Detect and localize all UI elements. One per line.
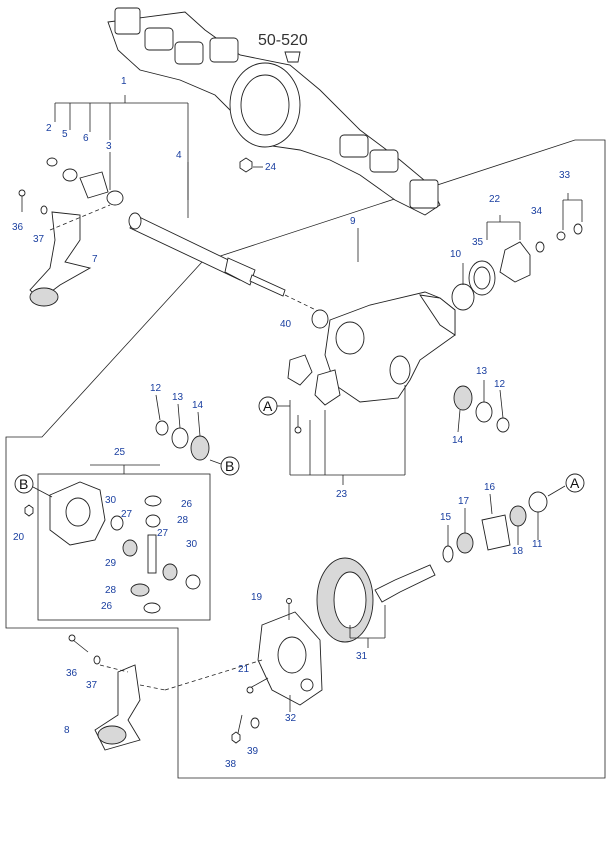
bearing-set-right	[453, 380, 510, 433]
svg-text:B: B	[19, 476, 28, 492]
part-label: 2	[46, 123, 52, 134]
part-label: 15	[440, 512, 452, 523]
part-label: 20	[13, 532, 25, 543]
section-frame	[5, 139, 606, 779]
part-label: 11	[532, 539, 543, 550]
svg-text:B: B	[225, 458, 234, 474]
dash-line	[284, 294, 321, 313]
part-label: 38	[225, 759, 237, 770]
part-label: 33	[559, 170, 571, 181]
part-label: 10	[450, 249, 462, 260]
part-label: 7	[92, 254, 98, 265]
carrier-assembly	[287, 291, 456, 406]
part-label: 5	[62, 129, 68, 140]
part-label: 30	[105, 495, 117, 506]
reference-number: 50-520	[258, 32, 308, 49]
part-label: 13	[172, 392, 184, 403]
part-label: 28	[177, 515, 189, 526]
ring-gear-pinion	[316, 557, 436, 648]
svg-text:A: A	[570, 475, 580, 491]
part-label: 8	[64, 725, 70, 736]
part-label: 36	[66, 668, 78, 679]
part-label: 17	[458, 496, 470, 507]
part-label: 40	[280, 319, 292, 330]
part-label: 37	[86, 680, 98, 691]
part-label: 26	[101, 601, 113, 612]
part-label: 24	[265, 162, 277, 173]
part-label: 26	[181, 499, 193, 510]
part-label: 14	[192, 400, 204, 411]
part-label: 23	[336, 489, 348, 500]
callout-b-bottom: B	[14, 474, 53, 498]
part-label: 6	[83, 133, 89, 144]
part-label: 39	[247, 746, 259, 757]
part-label: 36	[12, 222, 24, 233]
bearing-set-left	[155, 394, 210, 461]
part-label: 3	[106, 141, 112, 152]
part-label: 30	[186, 539, 198, 550]
bracket-7	[18, 189, 111, 307]
part-label: 9	[350, 216, 356, 227]
part-label: 1	[121, 76, 127, 87]
part-label: 14	[452, 435, 464, 446]
pinion-spacer-set	[442, 485, 566, 563]
part-label: 34	[531, 206, 543, 217]
part-label: 18	[512, 546, 524, 557]
part-label: 27	[121, 509, 133, 520]
callout-b-top: B	[209, 456, 240, 476]
part-label: 28	[105, 585, 117, 596]
part-label: 12	[150, 383, 162, 394]
part-label: 31	[356, 651, 368, 662]
svg-text:A: A	[263, 398, 273, 414]
part-label: 21	[238, 664, 250, 675]
callout-a-right: A	[565, 473, 585, 493]
part-label: 4	[176, 150, 182, 161]
part-label: 27	[157, 528, 169, 539]
leader-group-23	[289, 385, 406, 485]
part-label: 29	[105, 558, 117, 569]
differential-parts	[24, 464, 201, 614]
drive-shaft	[46, 157, 286, 297]
flange-set	[451, 193, 583, 311]
axle-housing	[107, 7, 441, 216]
part-label: 13	[476, 366, 488, 377]
part-label: 19	[251, 592, 263, 603]
part-label: 12	[494, 379, 506, 390]
part-label: 32	[285, 713, 297, 724]
seal-40	[311, 309, 329, 329]
part-label: 22	[489, 194, 501, 205]
part-label: 16	[484, 482, 496, 493]
part-label: 25	[114, 447, 126, 458]
leader-group-1	[54, 95, 189, 218]
nut-24	[239, 157, 253, 173]
part-label: 37	[33, 234, 45, 245]
callout-a-left: A	[258, 396, 290, 416]
part-label: 35	[472, 237, 484, 248]
bracket-8	[68, 634, 263, 751]
differential-case	[246, 598, 323, 712]
